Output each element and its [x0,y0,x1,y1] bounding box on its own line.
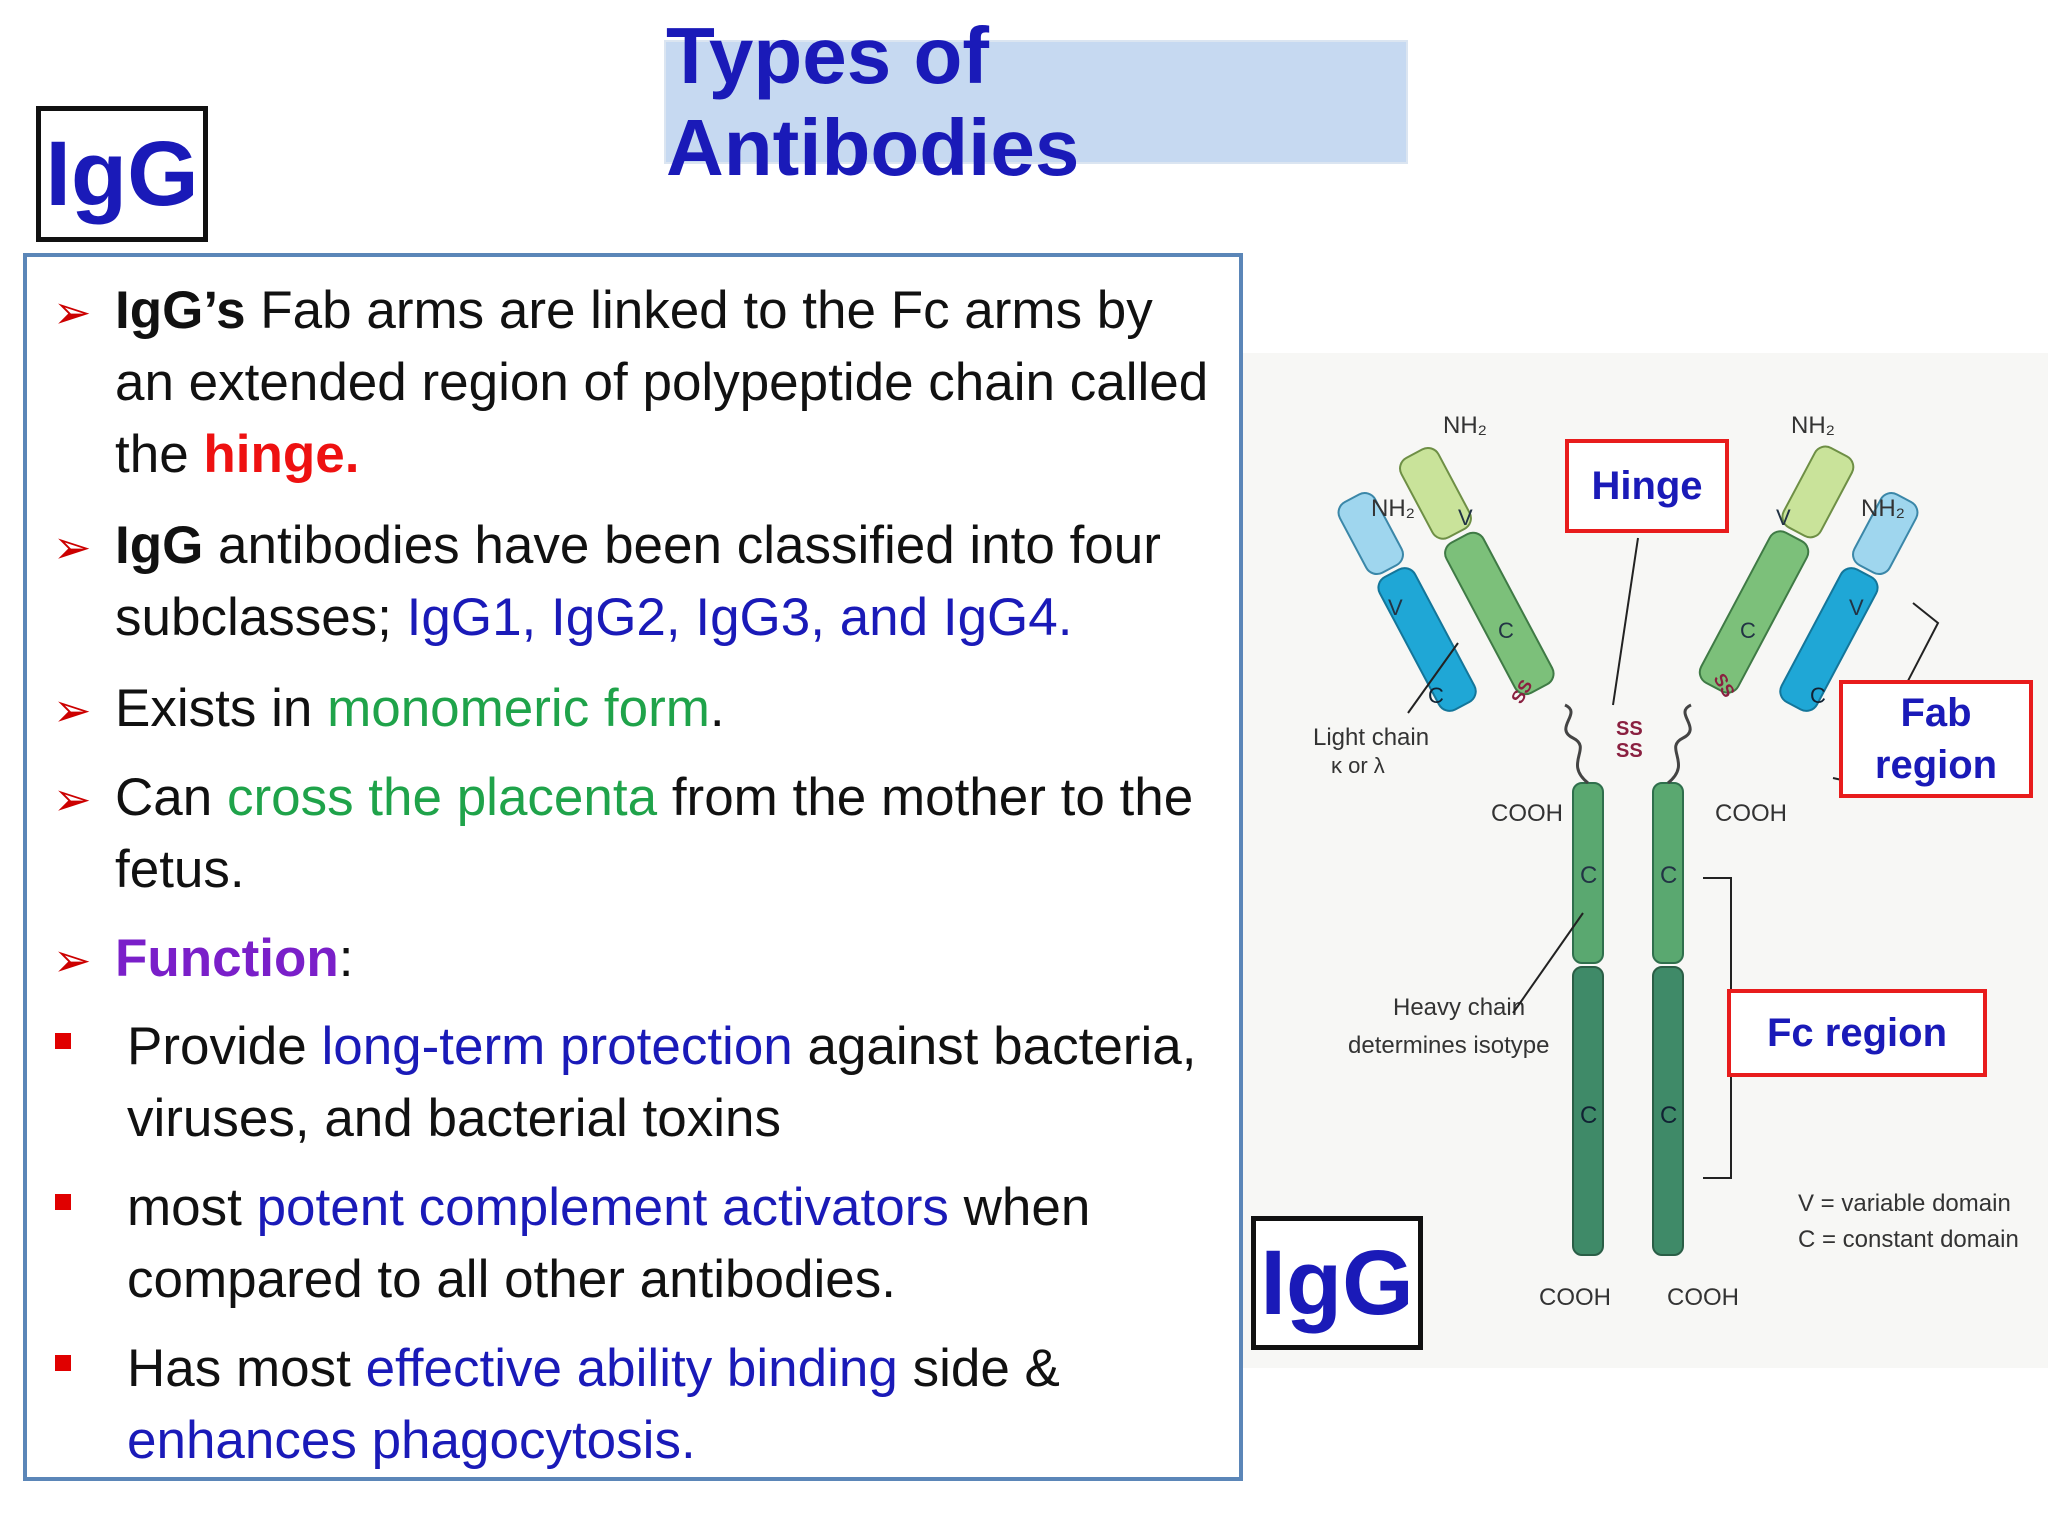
heavy-constant-domain-right [1698,530,1810,694]
arrow-bullet-icon: ➢ [53,521,92,573]
domain-label-v: V [1776,505,1791,530]
light-variable-domain-right [1852,492,1919,576]
square-bullet-icon [55,1355,71,1371]
title-banner: Types of Antibodies [664,11,1408,192]
light-constant-domain-right [1779,567,1879,712]
hinge-callout: Hinge [1565,439,1729,533]
domain-label-c: C [1740,618,1756,643]
hinge-loop-right [1667,703,1692,785]
domain-label-v: V [1458,505,1473,530]
page-title: Types of Antibodies [666,11,1080,192]
heavy-chain-label: Heavy chain [1393,994,1525,1021]
heavy-variable-domain-right [1781,445,1855,539]
hinge-loop-left [1564,703,1589,785]
sub-bullet-text: Provide long-term protection against bac… [127,1017,1197,1148]
bullet-text: IgG’s Fab arms are linked to the Fc arms… [115,281,1209,484]
light-chain-sublabel: κ or λ [1331,753,1385,778]
nh2-label: NH₂ [1371,495,1415,522]
heavy-chain-pointer [1512,912,1584,1014]
legend-constant: C = constant domain [1798,1226,2019,1253]
domain-label-c: C [1498,618,1514,643]
sub-bullet-text: Has most effective ability binding side … [127,1339,1060,1470]
content-box: ➢ IgG’s Fab arms are linked to the Fc ar… [23,253,1243,1481]
domain-label-v: V [1849,595,1864,620]
fab-right-light [1779,492,1919,712]
fab-left-heavy [1399,446,1555,696]
sub-bullet-text: most potent complement activators when c… [127,1178,1091,1309]
light-constant-domain-left [1377,567,1477,712]
antibody-svg: C C C C SS SS V V V V [1313,412,2019,1311]
igg-structure-diagram: C C C C SS SS V V V V [1243,353,2048,1368]
disulfide-label: SS [1616,740,1643,762]
hinge-pointer [1612,537,1639,706]
cooh-label: COOH [1539,1284,1611,1311]
cooh-label: COOH [1667,1284,1739,1311]
light-chain-label: Light chain [1313,724,1429,751]
bullet-text: Function: [115,929,354,988]
arrow-bullet-icon: ➢ [53,286,92,338]
square-bullet-icon [55,1194,71,1210]
bullet-text: Can cross the placenta from the mother t… [115,768,1194,899]
igg-tag-bottom: IgG [1251,1216,1423,1350]
fc-region-callout: Fc region [1727,989,1987,1077]
nh2-label: NH₂ [1443,412,1487,439]
heavy-variable-domain-left [1399,446,1472,540]
fab-region-callout: Fab region [1839,680,2033,798]
igg-tag-top: IgG [36,106,208,242]
nh2-label: NH₂ [1861,495,1905,522]
domain-label-c: C [1428,683,1444,708]
disulfide-label: SS [1616,718,1643,740]
heavy-chain-left-fc [1572,782,1604,1256]
domain-label-c: C [1580,862,1597,889]
light-chain-pointer [1407,642,1459,714]
heavy-chain-sublabel: determines isotype [1348,1032,1549,1059]
heavy-constant-domain-left [1444,531,1555,696]
domain-label-c: C [1660,1102,1677,1129]
square-bullet-icon [55,1033,71,1049]
cooh-label: COOH [1715,800,1787,827]
fc-lower-right [1652,966,1684,1256]
fc-lower-left [1572,966,1604,1256]
domain-label-c: C [1580,1102,1597,1129]
fab-right-heavy [1698,445,1855,694]
domain-label-v: V [1388,595,1403,620]
legend-variable: V = variable domain [1798,1190,2011,1217]
bullet-text: Exists in monomeric form. [115,679,725,738]
domain-label-c: C [1660,862,1677,889]
heavy-chain-right-fc [1652,782,1684,1256]
arrow-bullet-icon: ➢ [53,684,92,736]
domain-label-c: C [1810,683,1826,708]
bullet-text: IgG antibodies have been classified into… [115,516,1161,647]
light-variable-domain-left [1337,492,1404,576]
arrow-bullet-icon: ➢ [53,773,92,825]
cooh-label: COOH [1491,800,1563,827]
nh2-label: NH₂ [1791,412,1835,439]
fab-left-light [1337,492,1477,712]
arrow-bullet-icon: ➢ [53,934,92,986]
